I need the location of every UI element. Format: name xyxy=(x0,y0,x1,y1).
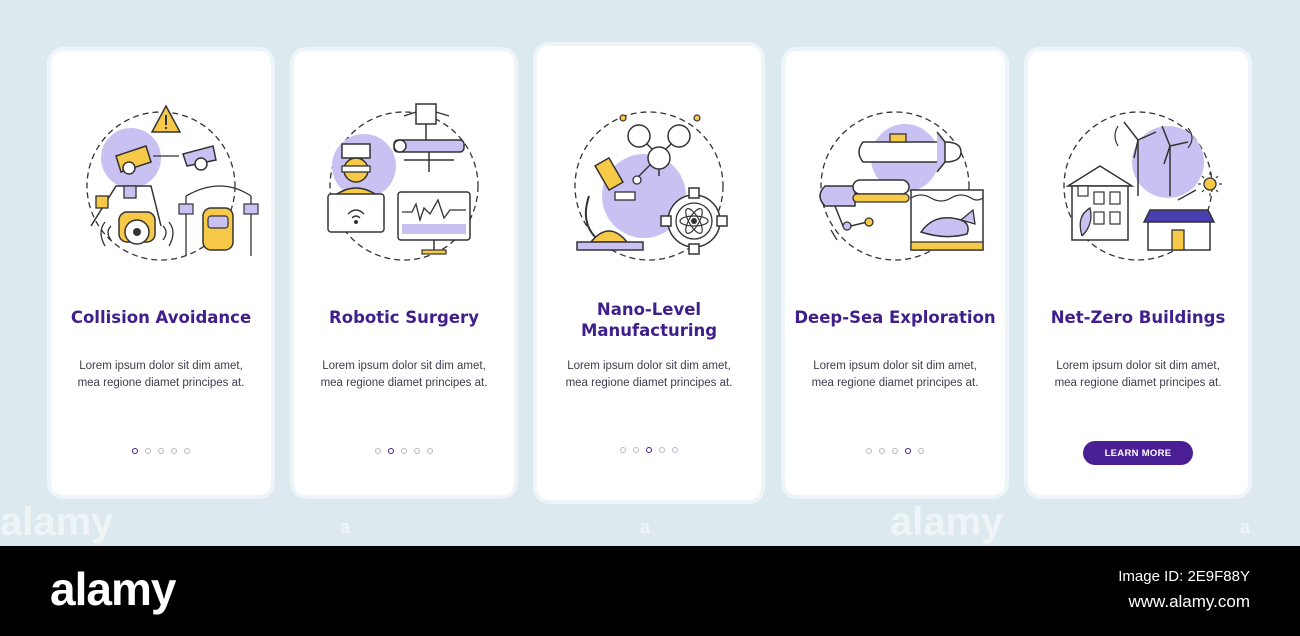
watermark-center: alamy xyxy=(890,500,1004,544)
onboarding-screens: alamy alamy a a a xyxy=(0,46,1251,544)
page-dot[interactable] xyxy=(866,448,872,454)
brand-logo: alamy xyxy=(50,563,176,615)
page-dot[interactable] xyxy=(401,448,407,454)
card-description: Lorem ipsum dolor sit dim amet, mea regi… xyxy=(811,360,979,389)
onboarding-card-collision-avoidance: Collision Avoidance Lorem ipsum dolor si… xyxy=(51,51,271,495)
watermark-small: a xyxy=(1240,517,1251,537)
onboarding-card-net-zero-buildings: Net-Zero Buildings Lorem ipsum dolor sit… xyxy=(1028,51,1248,495)
page-dot-active[interactable] xyxy=(388,448,394,454)
page-dot[interactable] xyxy=(620,447,626,453)
page-dot[interactable] xyxy=(184,448,190,454)
watermark-left: alamy xyxy=(0,500,114,544)
page-dot[interactable] xyxy=(672,447,678,453)
card-description: Lorem ipsum dolor sit dim amet, mea regi… xyxy=(1054,360,1222,389)
page-dot[interactable] xyxy=(892,448,898,454)
footer-bar: alamy Image ID: 2E9F88Y www.alamy.com xyxy=(0,546,1300,636)
page-dot[interactable] xyxy=(659,447,665,453)
page-dot-active[interactable] xyxy=(905,448,911,454)
page-dot-active[interactable] xyxy=(646,447,652,453)
card-title: Net-Zero Buildings xyxy=(1050,308,1226,327)
card-title: Collision Avoidance xyxy=(70,308,252,327)
page-indicator xyxy=(51,448,271,454)
page-dot[interactable] xyxy=(633,447,639,453)
image-id: Image ID: 2E9F88Y xyxy=(1118,568,1250,585)
learn-more-button[interactable]: LEARN MORE xyxy=(1083,441,1193,465)
page-dot[interactable] xyxy=(414,448,420,454)
deep-sea-icon xyxy=(795,96,995,276)
page-dot[interactable] xyxy=(375,448,381,454)
watermark-small: a xyxy=(340,517,351,537)
car-collision-icon xyxy=(61,96,261,276)
watermark-small: a xyxy=(640,517,651,537)
page-indicator xyxy=(537,447,761,453)
page-dot-active[interactable] xyxy=(132,448,138,454)
page-dot[interactable] xyxy=(145,448,151,454)
onboarding-card-robotic-surgery: Robotic Surgery Lorem ipsum dolor sit di… xyxy=(294,51,514,495)
card-description: Lorem ipsum dolor sit dim amet, mea regi… xyxy=(77,360,245,389)
card-description: Lorem ipsum dolor sit dim amet, mea regi… xyxy=(320,360,488,389)
site-url[interactable]: www.alamy.com xyxy=(1128,592,1250,611)
card-description: Lorem ipsum dolor sit dim amet, mea regi… xyxy=(565,360,733,389)
page-indicator xyxy=(294,448,514,454)
onboarding-card-deep-sea-exploration: Deep-Sea Exploration Lorem ipsum dolor s… xyxy=(785,51,1005,495)
page-dot[interactable] xyxy=(427,448,433,454)
card-title: Robotic Surgery xyxy=(329,308,479,327)
card-title: Deep-Sea Exploration xyxy=(794,308,996,327)
page-dot[interactable] xyxy=(158,448,164,454)
page-indicator xyxy=(785,448,1005,454)
nano-manufacturing-icon xyxy=(549,96,749,276)
page-dot[interactable] xyxy=(171,448,177,454)
onboarding-card-nano-manufacturing: Nano-Level Manufacturing Lorem ipsum dol… xyxy=(537,46,761,500)
robotic-surgery-icon xyxy=(304,96,504,276)
page-dot[interactable] xyxy=(879,448,885,454)
card-title: Nano-Level Manufacturing xyxy=(580,300,718,340)
page-dot[interactable] xyxy=(918,448,924,454)
net-zero-building-icon xyxy=(1038,96,1238,276)
